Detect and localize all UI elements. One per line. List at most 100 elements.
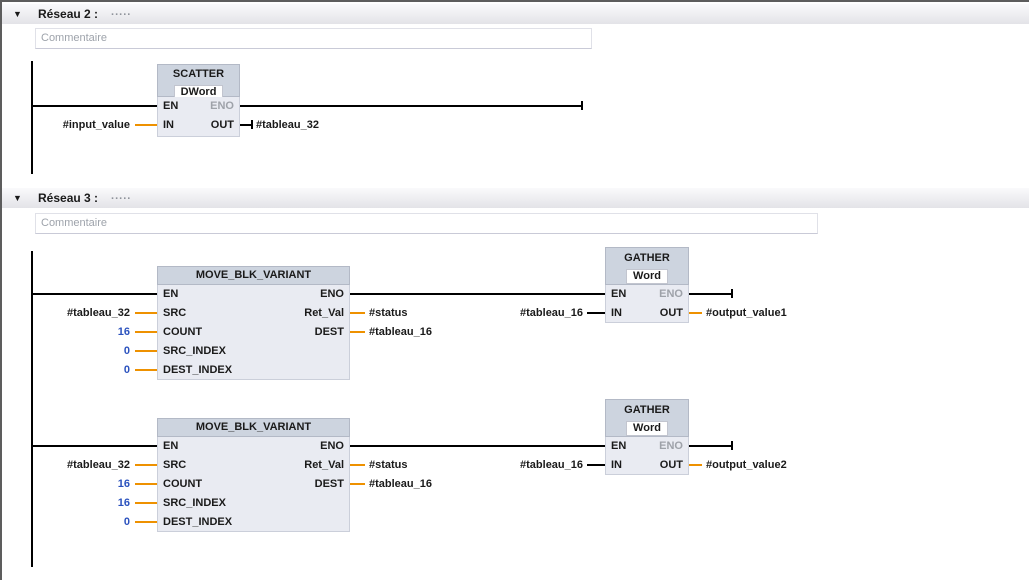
- pin-src[interactable]: SRC: [163, 459, 187, 471]
- operand-tableau-16[interactable]: #tableau_16: [369, 478, 432, 490]
- pin-dest-index[interactable]: DEST_INDEX: [163, 364, 233, 376]
- pin-en[interactable]: EN: [611, 288, 627, 300]
- pin-out[interactable]: OUT: [210, 119, 234, 131]
- operand-count-value[interactable]: 16: [117, 478, 130, 490]
- block-header[interactable]: MOVE_BLK_VARIANT: [157, 418, 350, 437]
- block-header[interactable]: GATHER Word: [605, 247, 689, 285]
- operand-tableau-32[interactable]: #tableau_32: [256, 119, 319, 131]
- operand-count-value[interactable]: 16: [117, 326, 130, 338]
- network-3-title[interactable]: Réseau 3 :: [38, 191, 99, 205]
- block-header[interactable]: GATHER Word: [605, 399, 689, 437]
- wire-ret-val: [350, 464, 365, 466]
- operand-tableau-16[interactable]: #tableau_16: [520, 307, 583, 319]
- operand-tableau-16[interactable]: #tableau_16: [520, 459, 583, 471]
- operand-status[interactable]: #status: [369, 459, 408, 471]
- pin-count[interactable]: COUNT: [163, 478, 203, 490]
- pin-dest[interactable]: DEST: [314, 478, 344, 490]
- wire-in: [587, 312, 605, 314]
- operand-output-value2[interactable]: #output_value2: [706, 459, 787, 471]
- collapse-triangle-icon[interactable]: ▼: [13, 9, 22, 19]
- wire-end-tick: [731, 289, 733, 298]
- fbd-block-gather-1[interactable]: GATHER Word EN ENO IN OUT: [605, 247, 689, 323]
- wire-src: [135, 312, 157, 314]
- wire-end-tick: [731, 441, 733, 450]
- wire-en: [33, 445, 157, 447]
- block-title[interactable]: GATHER: [624, 252, 670, 264]
- block-title[interactable]: SCATTER: [172, 68, 225, 80]
- pin-count[interactable]: COUNT: [163, 326, 203, 338]
- pin-ret-val[interactable]: Ret_Val: [304, 307, 344, 319]
- block-body: EN ENO IN OUT: [157, 97, 240, 137]
- operand-status[interactable]: #status: [369, 307, 408, 319]
- wire-dest: [350, 483, 365, 485]
- power-rail: [31, 61, 33, 174]
- pin-eno[interactable]: ENO: [320, 288, 344, 300]
- block-type-selector[interactable]: Word: [626, 269, 668, 284]
- pin-en[interactable]: EN: [163, 100, 179, 112]
- block-header[interactable]: MOVE_BLK_VARIANT: [157, 266, 350, 285]
- network-3-comment[interactable]: Commentaire: [35, 213, 818, 234]
- pin-src-index[interactable]: SRC_INDEX: [163, 497, 226, 509]
- operand-src-index-value[interactable]: 0: [123, 345, 130, 357]
- wire-count: [135, 331, 157, 333]
- network-2-header[interactable]: ▼ Réseau 2 : .....: [2, 4, 1029, 24]
- network-3-header[interactable]: ▼ Réseau 3 : .....: [2, 188, 1029, 208]
- operand-tableau-16[interactable]: #tableau_16: [369, 326, 432, 338]
- collapse-triangle-icon[interactable]: ▼: [13, 193, 22, 203]
- pin-in[interactable]: IN: [611, 307, 622, 319]
- wire-dest: [350, 331, 365, 333]
- pin-dest[interactable]: DEST: [314, 326, 344, 338]
- network-2-title-placeholder[interactable]: .....: [111, 6, 132, 18]
- network-3-title-placeholder[interactable]: .....: [111, 190, 132, 202]
- block-body: EN ENO IN OUT: [605, 437, 689, 475]
- pin-src-index[interactable]: SRC_INDEX: [163, 345, 226, 357]
- network-2-title[interactable]: Réseau 2 :: [38, 7, 99, 21]
- fbd-block-move-blk-variant-1[interactable]: MOVE_BLK_VARIANT EN ENO SRC Ret_Val COUN…: [157, 266, 350, 380]
- pin-en[interactable]: EN: [611, 440, 627, 452]
- pin-out[interactable]: OUT: [659, 459, 683, 471]
- wire-src: [135, 464, 157, 466]
- pin-eno[interactable]: ENO: [659, 440, 683, 452]
- wire-dest-index: [135, 521, 157, 523]
- fbd-block-scatter[interactable]: SCATTER DWord EN ENO IN OUT: [157, 64, 240, 137]
- pin-dest-index[interactable]: DEST_INDEX: [163, 516, 233, 528]
- network-2-comment[interactable]: Commentaire: [35, 28, 592, 49]
- block-body: EN ENO SRC Ret_Val COUNT DEST SRC_INDEX …: [157, 437, 350, 532]
- block-body: EN ENO SRC Ret_Val COUNT DEST SRC_INDEX …: [157, 285, 350, 380]
- operand-dest-index-value[interactable]: 0: [123, 364, 130, 376]
- pin-ret-val[interactable]: Ret_Val: [304, 459, 344, 471]
- wire-out-tick: [251, 120, 253, 129]
- block-title[interactable]: MOVE_BLK_VARIANT: [195, 421, 312, 433]
- operand-dest-index-value[interactable]: 0: [123, 516, 130, 528]
- wire-ret-val: [350, 312, 365, 314]
- pin-en[interactable]: EN: [163, 440, 179, 452]
- operand-output-value1[interactable]: #output_value1: [706, 307, 787, 319]
- fbd-block-gather-2[interactable]: GATHER Word EN ENO IN OUT: [605, 399, 689, 475]
- wire-en: [33, 293, 157, 295]
- wire-in: [135, 124, 157, 126]
- operand-tableau-32[interactable]: #tableau_32: [67, 307, 130, 319]
- pin-out[interactable]: OUT: [659, 307, 683, 319]
- operand-tableau-32[interactable]: #tableau_32: [67, 459, 130, 471]
- block-title[interactable]: GATHER: [624, 404, 670, 416]
- pin-eno[interactable]: ENO: [210, 100, 234, 112]
- pin-in[interactable]: IN: [611, 459, 622, 471]
- wire-eno: [689, 293, 732, 295]
- wire-end-tick: [581, 101, 583, 110]
- wire-eno: [240, 105, 582, 107]
- pin-en[interactable]: EN: [163, 288, 179, 300]
- wire-src-index: [135, 502, 157, 504]
- pin-in[interactable]: IN: [163, 119, 174, 131]
- operand-src-index-value[interactable]: 16: [117, 497, 130, 509]
- block-title[interactable]: MOVE_BLK_VARIANT: [195, 269, 312, 281]
- wire-in: [587, 464, 605, 466]
- block-type-selector[interactable]: Word: [626, 421, 668, 436]
- block-header[interactable]: SCATTER DWord: [157, 64, 240, 100]
- pin-src[interactable]: SRC: [163, 307, 187, 319]
- pin-eno[interactable]: ENO: [659, 288, 683, 300]
- wire-out: [689, 312, 702, 314]
- fbd-block-move-blk-variant-2[interactable]: MOVE_BLK_VARIANT EN ENO SRC Ret_Val COUN…: [157, 418, 350, 532]
- operand-input-value[interactable]: #input_value: [62, 119, 130, 131]
- pin-eno[interactable]: ENO: [320, 440, 344, 452]
